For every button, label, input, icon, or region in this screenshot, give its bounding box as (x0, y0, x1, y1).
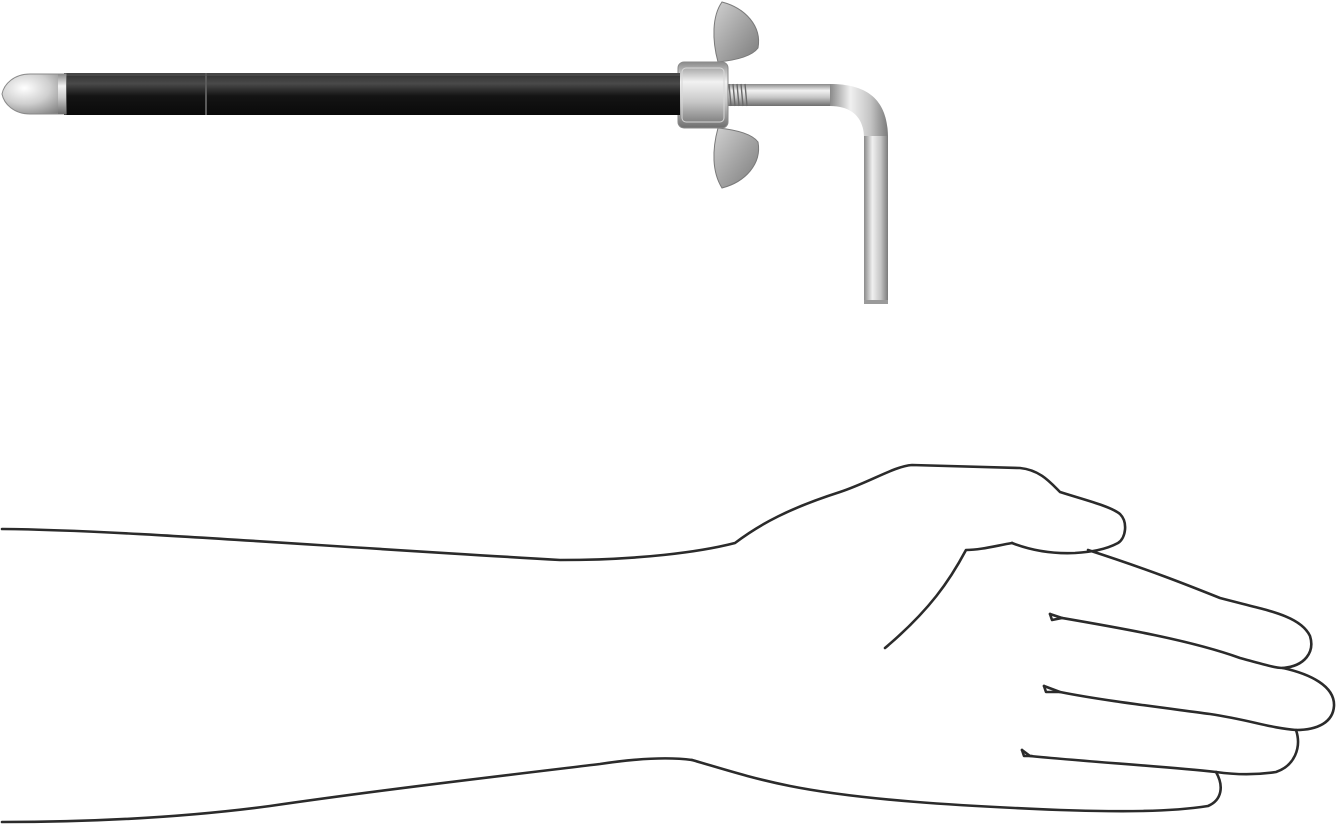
wing-top (713, 1, 760, 63)
instrument-tip (1, 73, 67, 115)
handle-bend (830, 84, 888, 140)
thumb-crease (883, 541, 1014, 650)
handle-end (864, 300, 888, 304)
threaded-section (726, 83, 750, 107)
handle-horizontal-rod (744, 84, 832, 106)
little-finger (690, 758, 1222, 813)
finger-line-1 (1048, 612, 1285, 670)
wing-nut-body (677, 61, 729, 129)
forearm-top-contour (0, 463, 1127, 562)
instrument (1, 1, 888, 304)
wing-bottom (713, 127, 760, 189)
middle-finger (1042, 666, 1336, 732)
l-handle (744, 84, 888, 304)
handle-vertical-rod (864, 136, 888, 304)
index-finger (1086, 548, 1313, 670)
black-shaft (64, 73, 680, 115)
ring-finger (1020, 728, 1300, 776)
forearm-bottom-contour (0, 757, 694, 824)
hand-drawing (0, 463, 1336, 824)
